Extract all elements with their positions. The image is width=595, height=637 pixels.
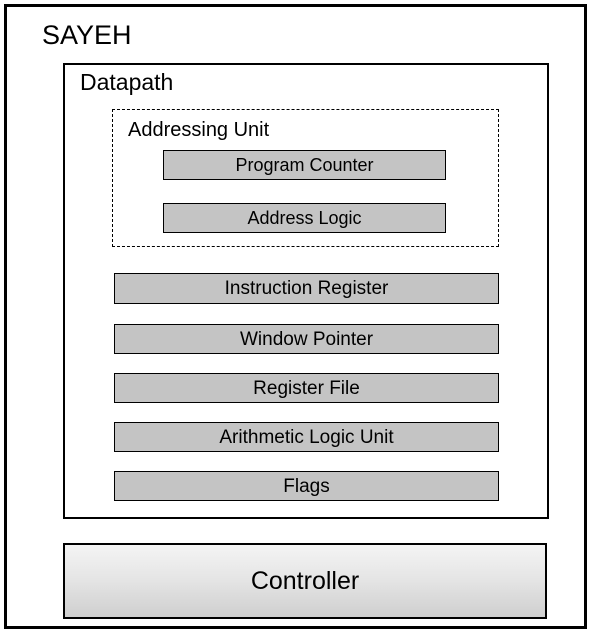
datapath-title: Datapath [80, 69, 174, 95]
instruction-register-block: Instruction Register [114, 273, 499, 304]
program-counter-block: Program Counter [163, 150, 446, 180]
sayeh-title: SAYEH [42, 20, 132, 50]
controller-block: Controller [63, 543, 547, 619]
address-logic-block: Address Logic [163, 203, 446, 233]
register-file-block: Register File [114, 373, 499, 403]
addressing-unit-title: Addressing Unit [128, 119, 270, 141]
datapath-box: Datapath Addressing Unit Program Counter… [63, 63, 549, 519]
window-pointer-block: Window Pointer [114, 324, 499, 354]
flags-block: Flags [114, 471, 499, 501]
sayeh-system-box: SAYEH Datapath Addressing Unit Program C… [4, 4, 587, 629]
arithmetic-logic-unit-block: Arithmetic Logic Unit [114, 422, 499, 452]
addressing-unit-box: Addressing Unit Program Counter Address … [112, 109, 499, 247]
